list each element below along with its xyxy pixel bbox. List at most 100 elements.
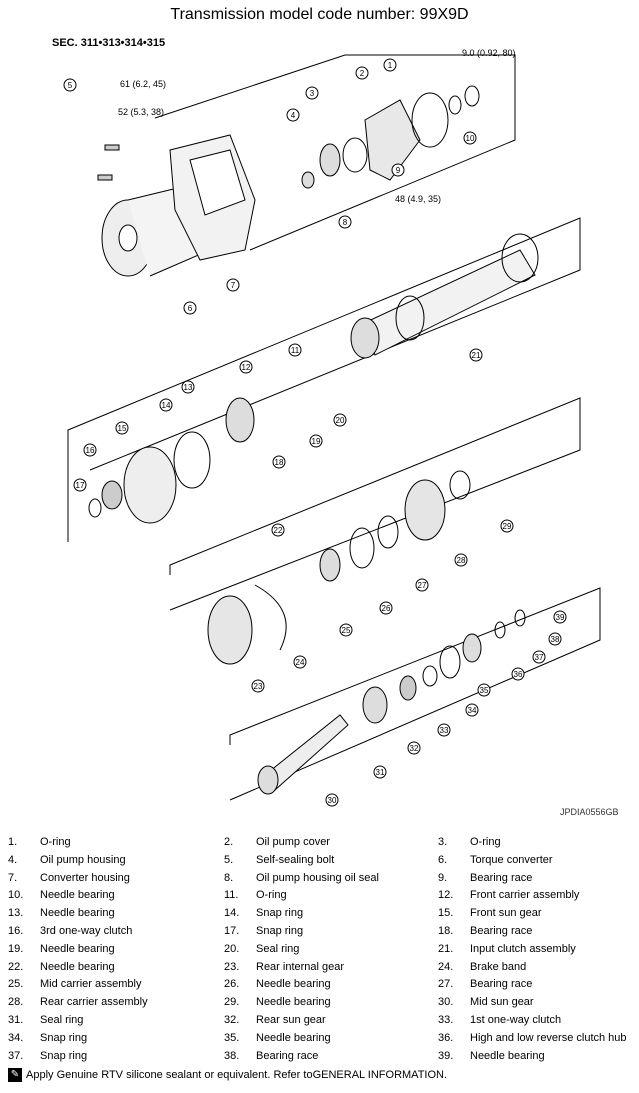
legend-text: Bearing race — [470, 871, 533, 884]
callout-circle — [251, 679, 265, 693]
general-information-link[interactable]: GENERAL INFORMATION — [312, 1069, 444, 1081]
callout-circle — [305, 86, 319, 100]
callout-25: 25 — [342, 626, 351, 635]
callout-circle — [511, 667, 525, 681]
diagram-title: Transmission model code number: 99X9D — [170, 6, 469, 23]
callout-circle — [391, 163, 405, 177]
legend-item: 14.Snap ring — [224, 907, 303, 919]
callout-21: 21 — [472, 351, 481, 360]
legend-text: Mid sun gear — [470, 996, 534, 1009]
exploded-view-diagram: 1234567891011121314151617181920212223242… — [63, 48, 619, 817]
callout-2: 2 — [360, 69, 365, 78]
torque-5: 61 (6.2, 45) — [120, 79, 166, 89]
legend-number: 36. — [438, 1031, 454, 1044]
callout-33: 33 — [440, 726, 449, 735]
legend-text: Needle bearing — [470, 1049, 545, 1062]
legend-number: 12. — [438, 889, 454, 902]
legend-number: 15. — [438, 907, 454, 920]
legend-text: Bearing race — [256, 1049, 319, 1062]
legend-item: 5.Self-sealing bolt — [224, 854, 334, 866]
legend-text: Needle bearing — [40, 907, 115, 920]
callout-circle — [454, 553, 468, 567]
legend-number: 24. — [438, 960, 454, 973]
callout-24: 24 — [296, 658, 305, 667]
callout-circle — [183, 301, 197, 315]
legend-item: 31.Seal ring — [8, 1014, 83, 1026]
legend-item: 33.1st one-way clutch — [438, 1014, 561, 1026]
legend-item: 7.Converter housing — [8, 872, 130, 884]
legend-item: 19.Needle bearing — [8, 943, 115, 955]
callout-circle — [463, 131, 477, 145]
callout-12: 12 — [242, 363, 251, 372]
callout-circle — [239, 360, 253, 374]
callout-9: 9 — [396, 166, 401, 175]
legend-number: 30. — [438, 996, 454, 1009]
callout-circle — [159, 398, 173, 412]
legend-number: 28. — [8, 996, 24, 1009]
legend-text: Seal ring — [40, 1014, 84, 1026]
legend-text: Mid carrier assembly — [40, 978, 142, 991]
legend-text: Input clutch assembly — [470, 942, 576, 955]
legend-number: 6. — [438, 853, 448, 866]
legend-text: O-ring — [40, 836, 71, 848]
callout-circle — [477, 683, 491, 697]
torque-5b: 52 (5.3, 38) — [118, 107, 164, 117]
callout-circle — [437, 723, 451, 737]
legend-number: 26. — [224, 978, 240, 991]
legend-item: 11.O-ring — [224, 889, 287, 901]
callout-circle — [338, 215, 352, 229]
callout-circle — [373, 765, 387, 779]
legend-text: Rear sun gear — [256, 1014, 326, 1026]
callout-8: 8 — [343, 218, 348, 227]
note-text: Apply Genuine RTV silicone sealant or eq… — [26, 1069, 313, 1081]
legend-number: 13. — [8, 907, 24, 920]
legend-number: 27. — [438, 978, 454, 991]
callout-10: 10 — [466, 134, 475, 143]
legend-item: 2.Oil pump cover — [224, 836, 330, 848]
legend-item: 28.Rear carrier assembly — [8, 996, 148, 1008]
legend-text: Snap ring — [40, 1031, 88, 1044]
callout-3: 3 — [310, 89, 315, 98]
callout-circle — [293, 655, 307, 669]
callout-circle — [469, 348, 483, 362]
legend-number: 38. — [224, 1049, 240, 1062]
legend-text: Brake band — [470, 960, 527, 973]
callout-6: 6 — [188, 304, 193, 313]
callout-1: 1 — [388, 61, 393, 70]
legend-item: 34. Snap ring — [8, 1032, 87, 1044]
legend-text: 3rd one-way clutch — [40, 925, 133, 937]
legend-text: O-ring — [256, 889, 287, 902]
legend-text: Front sun gear — [470, 907, 542, 920]
callout-30: 30 — [328, 796, 337, 805]
callout-circle — [325, 793, 339, 807]
legend-number: 5. — [224, 853, 234, 866]
legend-text: Needle bearing — [256, 1031, 331, 1044]
callout-4: 4 — [291, 111, 296, 120]
legend-number: 1. — [8, 836, 18, 848]
torque-1: 9.0 (0.92, 80) — [462, 48, 516, 58]
callout-7: 7 — [231, 281, 236, 290]
legend-text: Needle bearing — [40, 960, 115, 973]
legend-item: 39.Needle bearing — [438, 1050, 545, 1062]
legend-item: 17.Snap ring — [224, 925, 303, 937]
callout-28: 28 — [457, 556, 466, 565]
callout-32: 32 — [410, 744, 419, 753]
legend-number: 19. — [8, 942, 24, 955]
callout-27: 27 — [418, 581, 427, 590]
legend-text: Torque converter — [470, 853, 553, 866]
callout-circle — [548, 632, 562, 646]
legend-number: 7. — [8, 871, 18, 884]
legend-item: 27.Bearing race — [438, 978, 532, 990]
legend-item: 9.Bearing race — [438, 872, 532, 884]
bolt — [97, 174, 113, 181]
callout-5: 5 — [68, 81, 73, 90]
legend-number: 34. — [8, 1031, 24, 1044]
callout-circle — [553, 610, 567, 624]
legend-number: 32. — [224, 1014, 240, 1026]
rear-carrier — [404, 479, 446, 541]
callout-13: 13 — [184, 383, 193, 392]
callout-35: 35 — [480, 686, 489, 695]
callout-circle — [407, 741, 421, 755]
frame-1 — [154, 54, 516, 251]
frame-4 — [229, 587, 601, 801]
